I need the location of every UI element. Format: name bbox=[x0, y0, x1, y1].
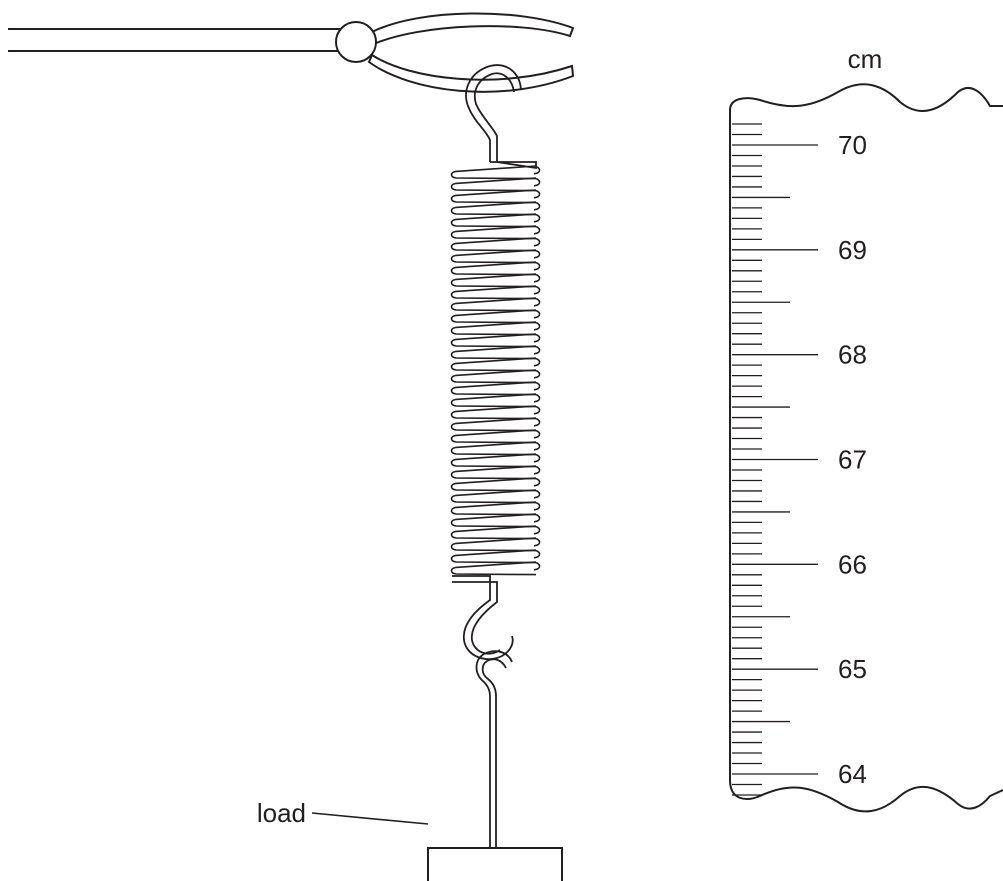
spring-coil-return bbox=[533, 477, 541, 487]
spring-coil bbox=[450, 453, 537, 468]
spring-coil bbox=[450, 189, 537, 204]
spring-coil bbox=[450, 489, 537, 504]
spring-coil bbox=[450, 285, 537, 300]
load-pointer-line bbox=[311, 812, 429, 825]
scale-label: 64 bbox=[838, 759, 867, 789]
spring-coil-return bbox=[533, 369, 541, 379]
spring-coil-return bbox=[533, 453, 541, 463]
spring-coil bbox=[450, 273, 537, 288]
spring-coil-return bbox=[533, 525, 541, 535]
spring-coil-return bbox=[533, 537, 541, 547]
spring-bottom-hook bbox=[452, 575, 514, 661]
spring-coil-return bbox=[533, 549, 541, 559]
spring-coil bbox=[450, 513, 537, 528]
spring-coil-return bbox=[533, 561, 541, 571]
spring-coil bbox=[450, 177, 537, 192]
spring-coil bbox=[450, 345, 537, 360]
spring-coil-return bbox=[533, 513, 541, 523]
spring-coil-return bbox=[533, 297, 541, 307]
spring-coil bbox=[450, 501, 537, 516]
spring-coil-return bbox=[533, 189, 541, 199]
spring-coil-return bbox=[533, 165, 541, 175]
spring-coil-return bbox=[533, 489, 541, 499]
spring-coil-return bbox=[533, 213, 541, 223]
spring-coil bbox=[450, 213, 537, 228]
spring-coil bbox=[450, 381, 537, 396]
spring-coil bbox=[450, 249, 537, 264]
spring-coil bbox=[450, 309, 537, 324]
spring-coil bbox=[450, 237, 537, 252]
spring-coil-return bbox=[533, 405, 541, 415]
spring-coil bbox=[450, 417, 537, 432]
spring-coil bbox=[450, 261, 537, 276]
clamp-rod bbox=[8, 28, 340, 52]
scale-label: 66 bbox=[838, 549, 867, 579]
spring-coil bbox=[450, 393, 537, 408]
scale-label: 70 bbox=[838, 130, 867, 160]
clamp-jaws bbox=[367, 12, 575, 93]
spring-coil bbox=[450, 357, 537, 372]
spring-coil-return bbox=[533, 237, 541, 247]
spring-coil bbox=[450, 321, 537, 336]
spring-top-hook bbox=[465, 64, 537, 170]
scale-label: 67 bbox=[838, 445, 867, 475]
spring-coil bbox=[450, 225, 537, 240]
spring-coil bbox=[450, 549, 537, 564]
metre-rule-outline bbox=[729, 83, 1003, 813]
spring-coil bbox=[450, 369, 537, 384]
spring-coil-return bbox=[533, 309, 541, 319]
spring-coil bbox=[450, 561, 537, 576]
spring-coil-return bbox=[533, 261, 541, 271]
spring-coil-return bbox=[533, 345, 541, 355]
spring-coil-return bbox=[533, 441, 541, 451]
clamp-boss bbox=[335, 21, 377, 63]
spring-coil-return bbox=[533, 465, 541, 475]
spring-coil bbox=[450, 201, 537, 216]
spring-coil-return bbox=[533, 417, 541, 427]
spring-coil bbox=[450, 429, 537, 444]
spring-coil-return bbox=[533, 177, 541, 187]
scale-label: 68 bbox=[838, 340, 867, 370]
spring-coil bbox=[450, 537, 537, 552]
spring-coil-return bbox=[533, 201, 541, 211]
spring-coil-return bbox=[533, 429, 541, 439]
spring-coil bbox=[450, 441, 537, 456]
unit-label: cm bbox=[848, 44, 883, 74]
rule-labels: 70 69 68 67 66 65 64 bbox=[838, 130, 867, 789]
spring-coil bbox=[450, 525, 537, 540]
spring-coil-return bbox=[533, 321, 541, 331]
spring-coil-return bbox=[533, 501, 541, 511]
load-hanger bbox=[475, 650, 513, 848]
spring-coil-return bbox=[533, 225, 541, 235]
spring-coil bbox=[450, 465, 537, 480]
spring-coil bbox=[450, 333, 537, 348]
spring-coil-return bbox=[533, 285, 541, 295]
spring-coils bbox=[450, 165, 541, 576]
scale-label: 65 bbox=[838, 654, 867, 684]
spring-coil-return bbox=[533, 381, 541, 391]
load-block bbox=[427, 847, 563, 881]
spring-coil-return bbox=[533, 333, 541, 343]
spring-coil-return bbox=[533, 249, 541, 259]
spring-coil bbox=[450, 477, 537, 492]
scale-label: 69 bbox=[838, 235, 867, 265]
load-label: load bbox=[257, 798, 306, 828]
rule-ticks bbox=[732, 123, 818, 796]
spring-coil-return bbox=[533, 273, 541, 283]
spring-coil-return bbox=[533, 357, 541, 367]
spring-coil bbox=[450, 297, 537, 312]
spring-coil-return bbox=[533, 393, 541, 403]
spring-coil bbox=[450, 405, 537, 420]
spring-coil bbox=[450, 165, 537, 180]
